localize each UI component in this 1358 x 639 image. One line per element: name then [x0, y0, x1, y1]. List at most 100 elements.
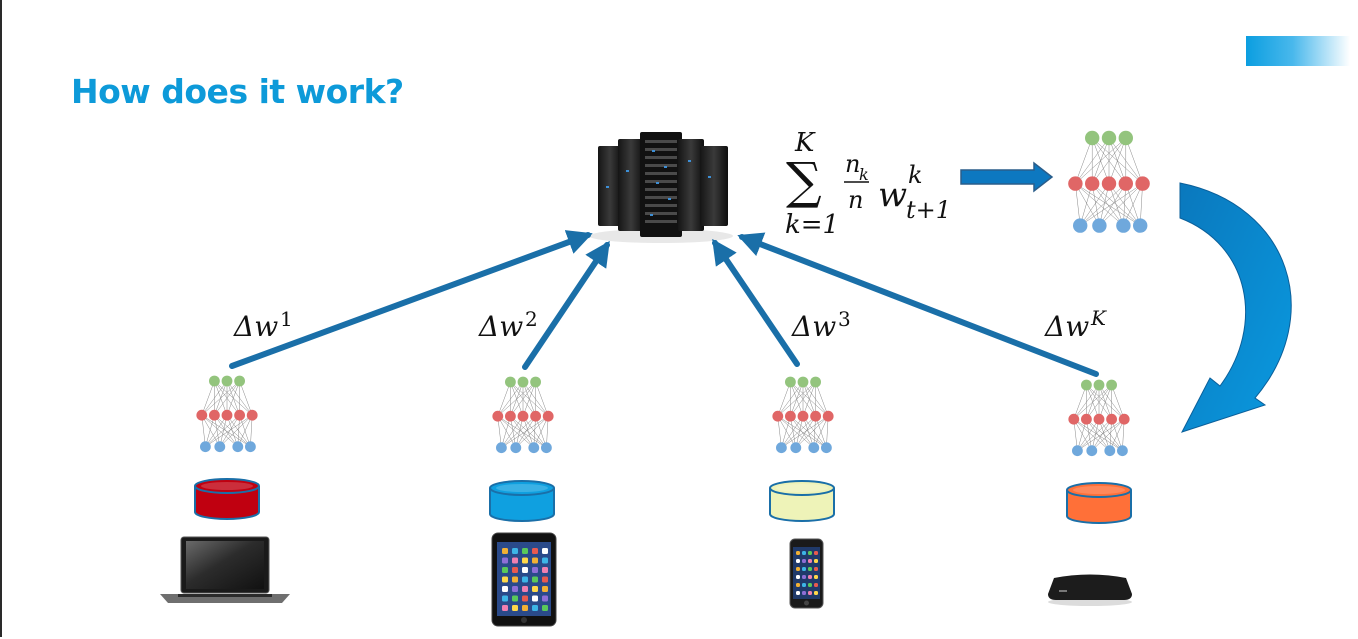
input-node — [776, 442, 787, 454]
hidden-node — [772, 410, 784, 422]
input-node — [1117, 445, 1128, 457]
output-node — [234, 375, 246, 387]
output-node — [1085, 130, 1100, 146]
hidden-node — [810, 410, 821, 422]
output-node — [505, 376, 516, 388]
set-top-box-icon — [1048, 574, 1132, 606]
update-superscript: 2 — [525, 307, 538, 331]
output-node — [221, 375, 233, 387]
client-2-network-icon — [492, 376, 554, 454]
weight-subscript: t+1 — [906, 196, 951, 224]
output-node — [1118, 130, 1134, 146]
hidden-node — [1106, 413, 1117, 425]
output-node — [209, 375, 220, 387]
output-node — [785, 376, 796, 388]
input-node — [528, 442, 540, 454]
client-1-network-icon — [196, 375, 258, 453]
update-arrow-2 — [522, 240, 610, 370]
input-node — [510, 442, 522, 454]
input-node — [1073, 218, 1088, 233]
hidden-node — [822, 410, 834, 422]
laptop-icon — [160, 536, 290, 603]
accent-bar — [1246, 36, 1350, 66]
client-k-database-icon — [1066, 482, 1132, 524]
update-label-2: Δw 2 — [478, 307, 538, 343]
weight-variable: w — [878, 175, 907, 215]
input-node — [1072, 445, 1083, 457]
client-2-database-icon — [489, 480, 555, 522]
sum-operator: ∑ — [786, 152, 822, 210]
hidden-node — [1068, 413, 1080, 425]
hidden-node — [196, 409, 208, 421]
weight-superscript: k — [908, 161, 923, 189]
sum-lower-limit: k=1 — [785, 210, 839, 240]
hidden-node — [1068, 176, 1083, 191]
delta-w-symbol: Δw — [1044, 310, 1089, 343]
output-node — [810, 376, 821, 388]
update-superscript: K — [1090, 306, 1107, 330]
hidden-node — [221, 409, 233, 421]
fraction-numerator-subscript: k — [859, 165, 869, 184]
slide-title: How does it work? — [71, 72, 404, 111]
aggregation-formula: K ∑ k=1 n k n w k t+1 — [785, 128, 951, 240]
output-node — [1106, 379, 1117, 391]
hidden-node — [209, 409, 220, 421]
update-arrow-1 — [229, 230, 593, 369]
delta-w-symbol: Δw — [233, 310, 278, 343]
svg-text:Δw: Δw — [1044, 310, 1089, 343]
hidden-node — [1135, 176, 1150, 191]
delta-w-symbol: Δw — [478, 310, 523, 343]
fraction-denominator: n — [848, 186, 863, 214]
output-node — [517, 376, 529, 388]
input-node — [200, 441, 211, 453]
hidden-node — [517, 410, 529, 422]
svg-text:Δw: Δw — [791, 310, 836, 343]
input-node — [245, 441, 256, 453]
input-node — [541, 442, 552, 454]
update-superscript: 3 — [838, 307, 851, 331]
svg-text:Δw: Δw — [233, 310, 278, 343]
input-node — [214, 441, 226, 453]
return-curved-arrow — [1179, 182, 1292, 433]
hidden-node — [505, 410, 516, 422]
client-3-database-icon — [769, 480, 835, 522]
input-node — [1086, 445, 1098, 457]
update-label-3: Δw 3 — [791, 307, 851, 343]
hidden-node — [1093, 413, 1105, 425]
client-k-network-icon — [1068, 379, 1130, 457]
tablet-icon — [491, 532, 557, 627]
hidden-node — [1118, 176, 1134, 191]
hidden-node — [234, 409, 246, 421]
client-3-network-icon — [772, 376, 834, 454]
update-arrow-3 — [712, 238, 800, 367]
hidden-node — [785, 410, 796, 422]
input-node — [790, 442, 802, 454]
smartphone-icon — [789, 538, 824, 609]
input-node — [232, 441, 244, 453]
output-node — [1093, 379, 1105, 391]
output-node — [1081, 379, 1092, 391]
hidden-node — [492, 410, 504, 422]
input-node — [821, 442, 832, 454]
output-node — [1101, 130, 1117, 146]
global-model-network-icon — [1068, 130, 1150, 233]
hidden-node — [542, 410, 554, 422]
fraction-numerator: n — [845, 150, 860, 178]
hidden-node — [1081, 413, 1092, 425]
input-node — [1116, 218, 1131, 233]
delta-w-symbol: Δw — [791, 310, 836, 343]
broadcast-arrow — [960, 161, 1054, 193]
hidden-node — [1118, 413, 1130, 425]
server-rack-icon — [589, 132, 733, 243]
hidden-node — [530, 410, 541, 422]
output-node — [797, 376, 809, 388]
svg-text:Δw: Δw — [478, 310, 523, 343]
update-label-k: Δw K — [1044, 306, 1107, 343]
hidden-node — [246, 409, 258, 421]
sum-upper-limit: K — [794, 128, 816, 158]
input-node — [1133, 218, 1148, 233]
hidden-node — [1085, 176, 1100, 191]
input-node — [496, 442, 507, 454]
